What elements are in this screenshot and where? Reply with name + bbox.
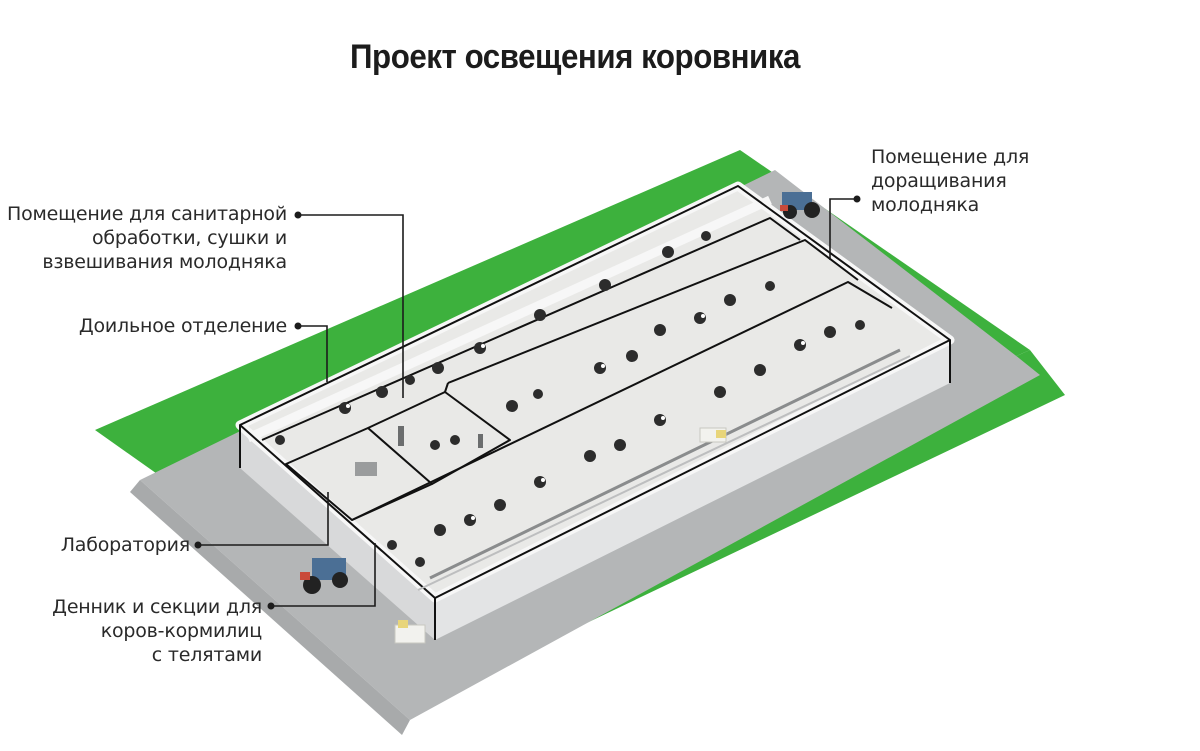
- lab-table: [355, 462, 377, 476]
- cow-spots: [346, 314, 805, 520]
- barn-front-wall: [435, 340, 950, 640]
- leader-sanitary: [298, 214, 404, 398]
- label-young: Помещение для доращивания молодняка: [871, 146, 1030, 216]
- tractor-back: [780, 192, 820, 219]
- barn-left-wall: [240, 425, 435, 640]
- tractor-front: [300, 558, 348, 594]
- leader-dots: [194, 195, 861, 610]
- page-title: Проект освещения коровника: [350, 38, 800, 76]
- label-sanitary: Помещение для санитарной обработки, сушк…: [7, 203, 287, 273]
- leader-milking: [298, 325, 328, 382]
- feed-rail: [429, 348, 901, 580]
- leader-laboratory: [198, 492, 329, 546]
- leader-lines: [198, 198, 857, 607]
- barn-outline: [239, 185, 951, 640]
- feed-cart-inside: [699, 427, 727, 443]
- label-laboratory: Лаборатория: [60, 534, 191, 556]
- leader-stalls: [271, 543, 376, 607]
- feed-cart-front: [394, 620, 426, 644]
- label-milking: Доильное отделение: [78, 315, 287, 337]
- label-stalls: Денник и секции для коров-кормилиц с тел…: [52, 596, 262, 666]
- leader-young: [829, 198, 857, 260]
